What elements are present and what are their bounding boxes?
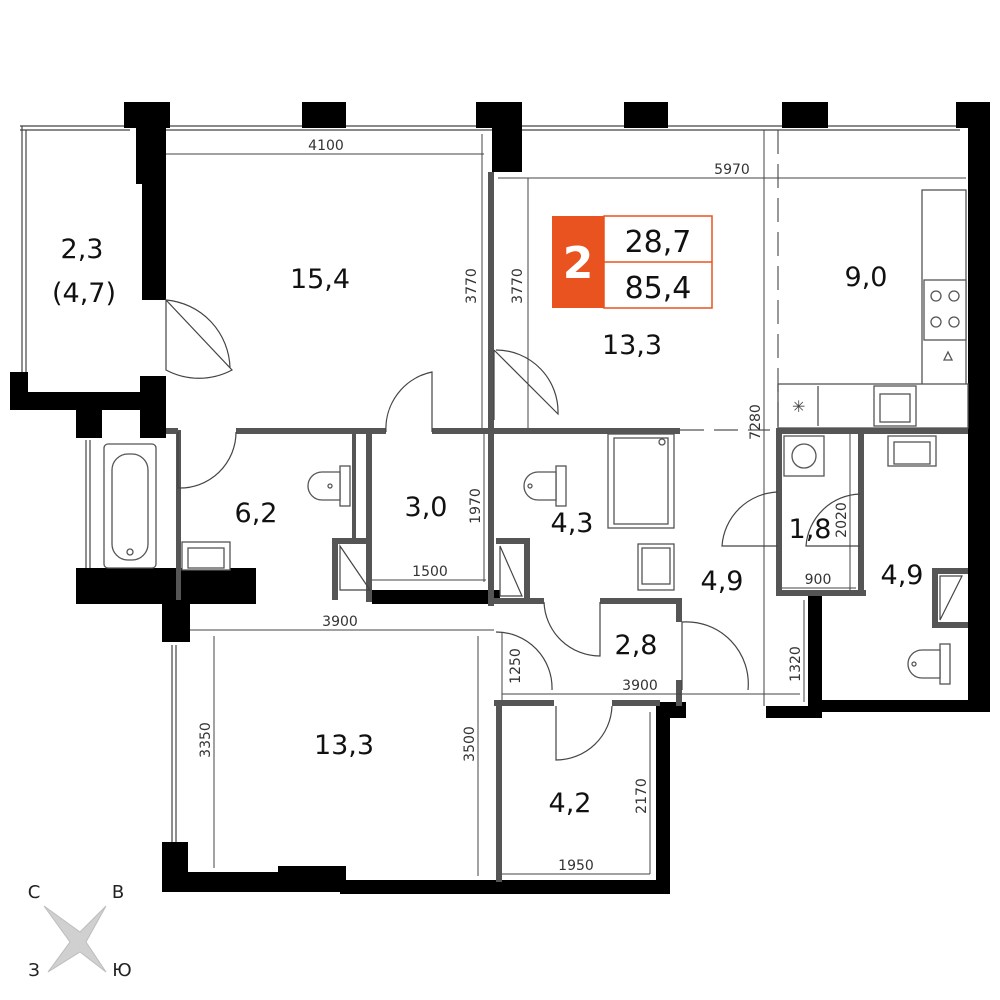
exterior-walls bbox=[10, 102, 990, 894]
bedroom-top-area-label: 15,4 bbox=[290, 264, 350, 295]
dim-4100: 4100 bbox=[308, 138, 344, 154]
toilet-left bbox=[339, 465, 351, 507]
compass-west: З bbox=[28, 960, 40, 981]
balcony-area-label: 2,3 bbox=[61, 234, 104, 265]
dim-3770-a: 3770 bbox=[464, 268, 480, 304]
compass-east: В bbox=[112, 882, 124, 903]
dim-5970: 5970 bbox=[714, 162, 750, 178]
kitchen-counter-bottom bbox=[777, 383, 969, 429]
room-labels: 2,3 (4,7) 15,4 13,3 9,0 6,2 3,0 4,3 4,9 … bbox=[52, 234, 923, 819]
zone-lines bbox=[680, 130, 779, 431]
dim-2020: 2020 bbox=[834, 502, 850, 538]
badge-room-count: 2 bbox=[563, 238, 594, 289]
dimension-lines bbox=[166, 130, 966, 876]
dim-1970: 1970 bbox=[468, 488, 484, 524]
dim-1950: 1950 bbox=[558, 858, 594, 874]
wardrobe-area-label: 3,0 bbox=[405, 492, 448, 523]
apartment-badge: 2 28,7 85,4 bbox=[552, 215, 713, 309]
dim-900: 900 bbox=[805, 572, 832, 588]
badge-total-area: 85,4 bbox=[625, 271, 692, 306]
dim-7280: 7280 bbox=[748, 404, 764, 440]
svg-text:✳: ✳ bbox=[792, 397, 805, 416]
storage-area-label: 4,2 bbox=[549, 788, 592, 819]
compass-star-icon bbox=[43, 905, 107, 973]
partition-walls bbox=[166, 172, 968, 882]
living-room-area-label: 13,3 bbox=[602, 330, 662, 361]
toilet-mid bbox=[555, 465, 567, 507]
balcony-full-area-label: (4,7) bbox=[52, 278, 116, 309]
compass-north: С bbox=[28, 882, 41, 903]
dim-3900-b: 3900 bbox=[622, 678, 658, 694]
dim-3770-b: 3770 bbox=[510, 268, 526, 304]
dim-3500: 3500 bbox=[462, 726, 478, 762]
dim-1250: 1250 bbox=[508, 648, 524, 684]
dim-1320: 1320 bbox=[788, 646, 804, 682]
doors bbox=[165, 298, 963, 761]
bathroom-mid-area-label: 4,3 bbox=[551, 508, 594, 539]
dim-2170: 2170 bbox=[634, 778, 650, 814]
bathroom-left-area-label: 6,2 bbox=[235, 498, 278, 529]
bedroom-bottom-area-label: 13,3 bbox=[314, 730, 374, 761]
bathroom-right-area-label: 4,9 bbox=[881, 560, 924, 591]
dim-3350: 3350 bbox=[198, 722, 214, 758]
kitchen-area-label: 9,0 bbox=[845, 262, 888, 293]
toilet-right bbox=[939, 643, 951, 685]
fixtures: ✳ bbox=[103, 189, 969, 685]
hall-area-label: 4,9 bbox=[701, 566, 744, 597]
dimension-labels: 4100 5970 3770 3770 7280 1970 1500 2020 … bbox=[198, 138, 850, 874]
badge-accent bbox=[552, 216, 604, 308]
dim-3900-a: 3900 bbox=[322, 614, 358, 630]
corridor-area-label: 2,8 bbox=[615, 630, 658, 661]
badge-living-area: 28,7 bbox=[625, 225, 692, 260]
dim-1500: 1500 bbox=[412, 564, 448, 580]
laundry-area-label: 1,8 bbox=[789, 514, 832, 545]
compass-south: Ю bbox=[112, 960, 131, 981]
compass: С В З Ю bbox=[28, 882, 132, 981]
